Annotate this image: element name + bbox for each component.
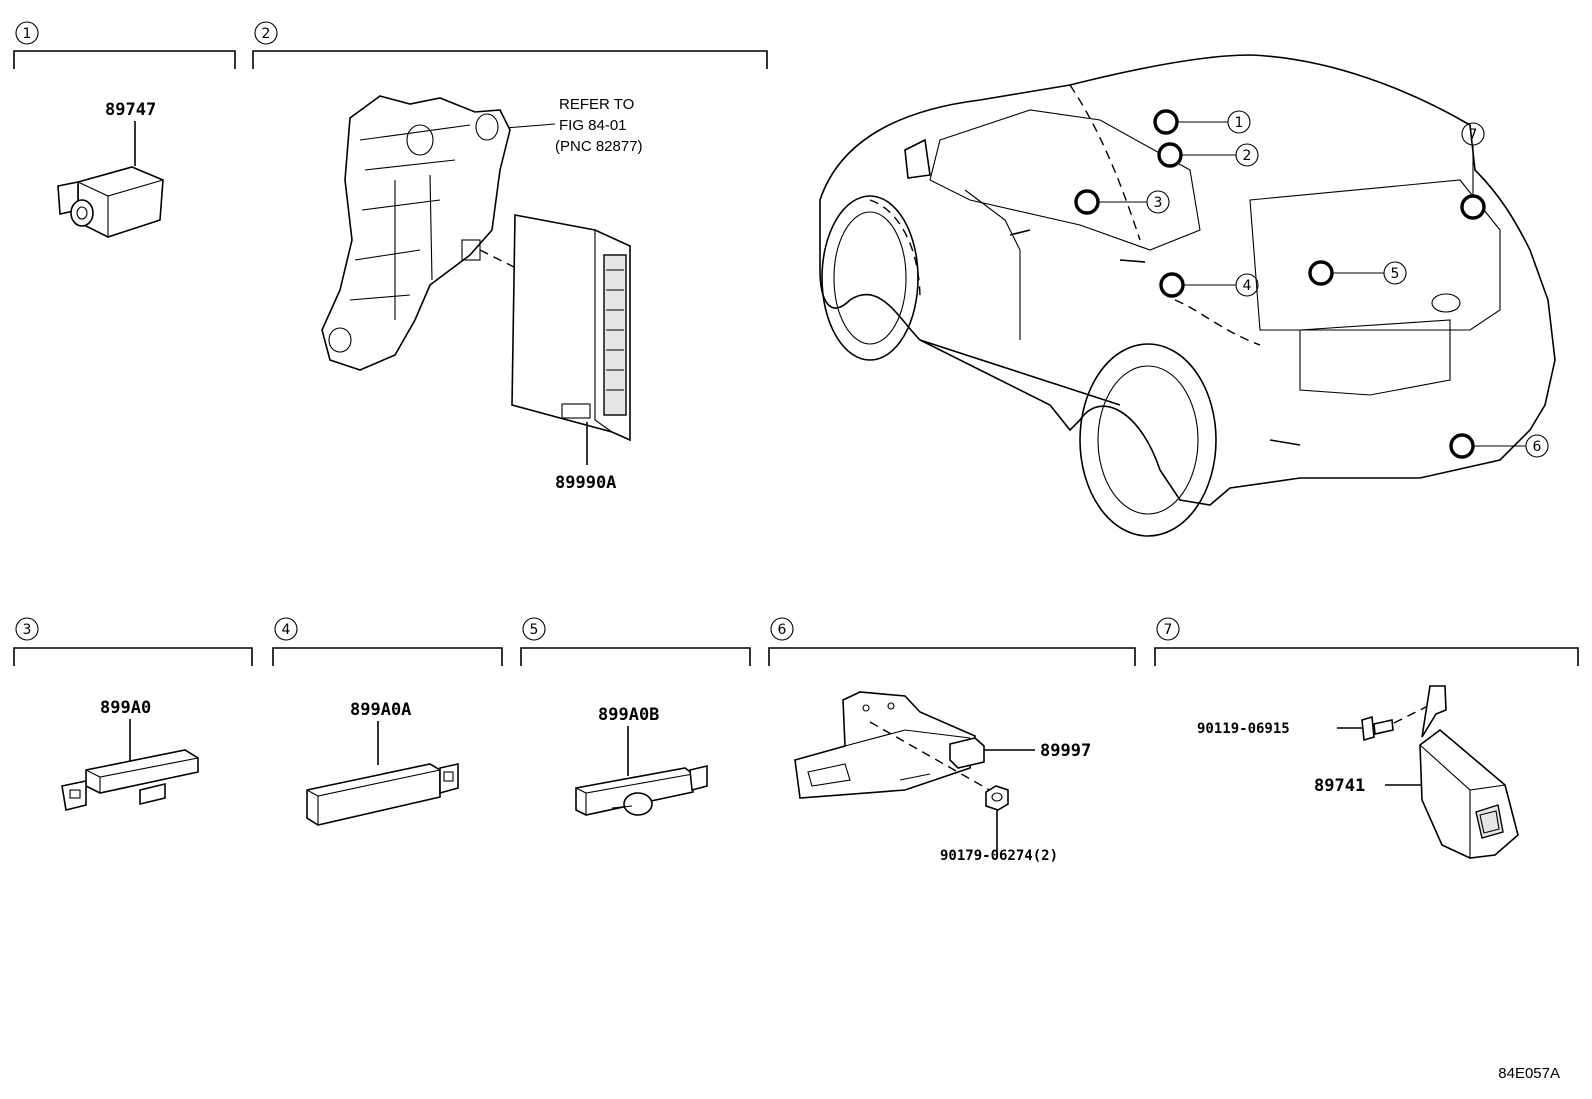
part-899A0-drawing: [61, 749, 199, 811]
rear-wheel: [1079, 343, 1217, 537]
svg-text:6: 6: [1533, 439, 1542, 455]
section-2-index: 2: [262, 26, 271, 42]
mounting-bracket-drawing: [321, 95, 511, 371]
part-899A0B-drawing: [575, 764, 708, 816]
section-3-header: 3: [13, 617, 253, 666]
part-89747-drawing: [57, 166, 164, 238]
section-7-header: 7: [1154, 617, 1579, 666]
part-89990A-label: 89990A: [555, 473, 616, 493]
part-899A0A-label: 899A0A: [350, 700, 411, 720]
figure-code: 84E057A: [1498, 1065, 1560, 1082]
svg-text:4: 4: [1243, 278, 1252, 294]
svg-text:5: 5: [1391, 266, 1400, 282]
section-4-content: 899A0A: [306, 700, 459, 826]
part-89997-label: 89997: [1040, 741, 1091, 761]
svg-text:2: 2: [1243, 148, 1252, 164]
section-2-content: REFER TO FIG 84-01 (PNC 82877) 89990A: [321, 95, 643, 493]
section-1-index: 1: [23, 26, 32, 42]
part-90179-06274-drawing: [985, 785, 1009, 811]
section-6-bracket: [768, 647, 1136, 666]
section-7-bracket: [1154, 647, 1579, 666]
section-3-bracket: [13, 647, 253, 666]
section-5-header: 5: [520, 617, 751, 666]
section-1-content: 89747: [57, 100, 164, 238]
vehicle-callout-5: 5: [1308, 260, 1407, 286]
vehicle-callout-3: 3: [1074, 189, 1170, 215]
section-4-bracket: [272, 647, 503, 666]
part-899A0A-drawing: [306, 763, 459, 826]
section-6-index: 6: [778, 622, 787, 638]
refer-to-note-line-3: (PNC 82877): [555, 138, 643, 155]
vehicle-callout-4: 4: [1159, 272, 1259, 298]
svg-text:3: 3: [1154, 195, 1163, 211]
vehicle-callout-7: 7: [1460, 122, 1486, 220]
svg-text:7: 7: [1469, 127, 1478, 143]
section-7-index: 7: [1164, 622, 1173, 638]
vehicle-callout-6: 6: [1449, 433, 1549, 459]
section-2-bracket: [252, 50, 768, 69]
section-5-content: 899A0B: [575, 705, 708, 816]
svg-text:1: 1: [1235, 115, 1244, 131]
section-4-index: 4: [282, 622, 291, 638]
part-89741-label: 89741: [1314, 776, 1365, 796]
section-3-index: 3: [23, 622, 32, 638]
section-1-header: 1: [13, 21, 236, 69]
part-899A0B-label: 899A0B: [598, 705, 659, 725]
section-6-header: 6: [768, 617, 1136, 666]
sensor-bracket-drawing: [794, 691, 976, 799]
section-5-bracket: [520, 647, 751, 666]
part-89741-drawing: [1419, 685, 1519, 859]
part-90179-06274-label: 90179-06274(2): [940, 848, 1058, 864]
vehicle-illustration: [819, 54, 1556, 537]
vehicle-callout-2: 2: [1157, 142, 1259, 168]
part-899A0-label: 899A0: [100, 698, 151, 718]
section-7-content: 90119-06915 89741: [1197, 685, 1519, 859]
refer-to-note-line-1: REFER TO: [559, 96, 634, 113]
section-6-content: 89997 90179-06274(2): [794, 691, 1091, 864]
section-2-header: 2: [252, 21, 768, 69]
front-wheel: [821, 195, 919, 361]
refer-to-note-line-2: FIG 84-01: [559, 117, 627, 134]
section-1-bracket: [13, 50, 236, 69]
section-3-content: 899A0: [61, 698, 199, 811]
part-89747-label: 89747: [105, 100, 156, 120]
section-5-index: 5: [530, 622, 539, 638]
part-90119-06915-drawing: [1361, 715, 1394, 742]
section-4-header: 4: [272, 617, 503, 666]
part-89990A-drawing: [511, 214, 631, 442]
vehicle-callout-1: 1: [1153, 109, 1251, 135]
part-89997-drawing: [949, 737, 985, 769]
part-90119-06915-label: 90119-06915: [1197, 721, 1290, 737]
